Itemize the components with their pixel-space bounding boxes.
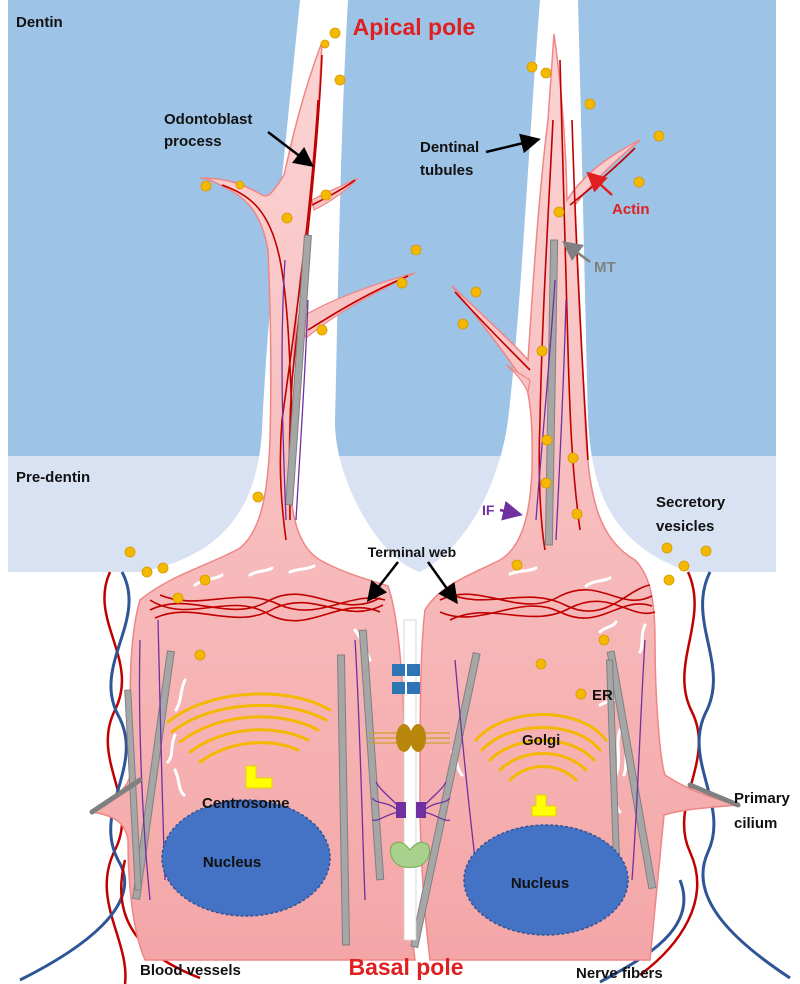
nucleus-right <box>463 824 629 936</box>
golgi-label: Golgi <box>522 732 560 749</box>
nerve-fibers <box>599 571 791 984</box>
terminal-web-label: Terminal web <box>368 544 456 560</box>
mt-arrow <box>562 241 591 263</box>
dentin-label: Dentin <box>16 14 63 31</box>
er-label: ER <box>592 687 613 704</box>
blood-vessels-label: Blood vessels <box>140 962 241 979</box>
pre-dentin-label: Pre-dentin <box>16 469 90 486</box>
dentinal-tubules-arrow <box>485 133 541 154</box>
primary-cilium-left <box>89 777 143 815</box>
golgi-right <box>474 713 608 782</box>
primary-cilium-label-line2: cilium <box>734 815 777 832</box>
centrosome-left <box>245 765 273 789</box>
apical-pole-label: Apical pole <box>353 14 476 40</box>
odontoblast-process-label-line2: process <box>164 133 222 150</box>
terminal-web-arrow-left <box>366 561 399 602</box>
centrosome-right <box>531 794 557 817</box>
golgi-left <box>166 692 332 764</box>
nucleus-left <box>161 799 331 917</box>
nerve-fibers-label: Nerve fibers <box>576 965 663 982</box>
dentinal-tubules-label-line2: tubules <box>420 162 473 179</box>
primary-cilium-label-line1: Primary <box>734 790 791 807</box>
actin-label: Actin <box>612 201 650 218</box>
primary-cilium-right <box>687 782 741 808</box>
if-arrow <box>499 500 523 521</box>
dentin-layer <box>8 0 776 456</box>
actin-arrow <box>586 171 613 196</box>
terminal-web-arrow-right <box>426 561 458 605</box>
secretory-vesicles <box>124 27 712 700</box>
nucleus-right-label: Nucleus <box>511 875 569 892</box>
mt-label: MT <box>594 259 616 276</box>
basal-pole-label: Basal pole <box>348 954 463 980</box>
if-label: IF <box>482 502 495 518</box>
odontoblast-process-label-line1: Odontoblast <box>164 111 252 128</box>
cell-junctions <box>370 619 451 941</box>
odontoblast-cell-left <box>89 41 416 961</box>
secretory-vesicles-label-line2: vesicles <box>656 518 714 535</box>
nucleus-left-label: Nucleus <box>203 854 261 871</box>
odontoblast-process-arrow <box>267 131 314 168</box>
secretory-vesicles-label-line1: Secretory <box>656 494 726 511</box>
dentinal-tubules-label-line1: Dentinal <box>420 139 479 156</box>
centrosome-label: Centrosome <box>202 795 290 812</box>
odontoblast-cell-right <box>410 33 741 961</box>
